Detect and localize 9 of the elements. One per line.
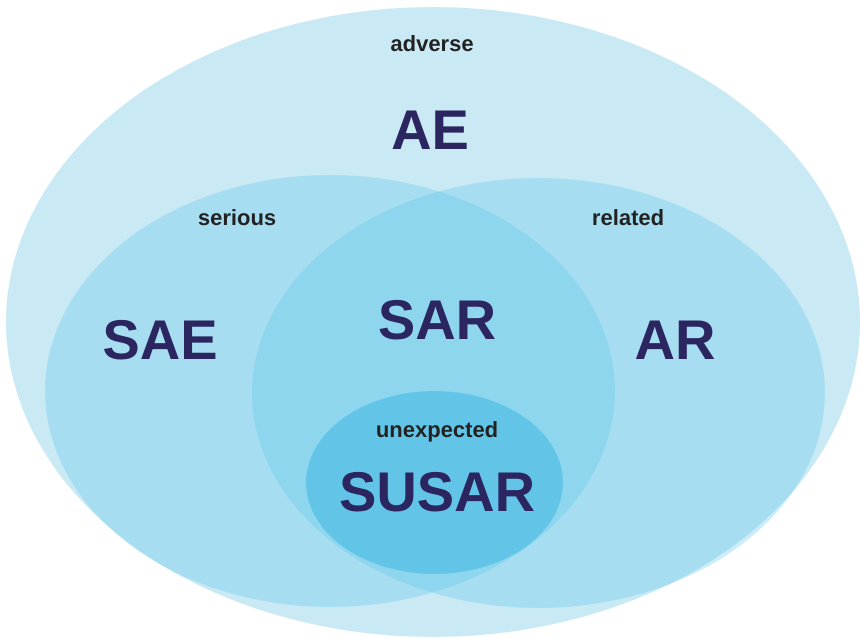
set-label: unexpected xyxy=(376,419,498,441)
set-abbreviation: AR xyxy=(634,312,716,368)
set-label: adverse xyxy=(390,33,474,55)
set-abbreviation: SAE xyxy=(102,312,218,368)
set-abbreviation: SAR xyxy=(378,292,496,348)
set-abbreviation: SUSAR xyxy=(338,464,536,520)
set-label: related xyxy=(592,207,664,229)
set-abbreviation: AE xyxy=(391,102,469,158)
set-label: serious xyxy=(198,207,276,229)
